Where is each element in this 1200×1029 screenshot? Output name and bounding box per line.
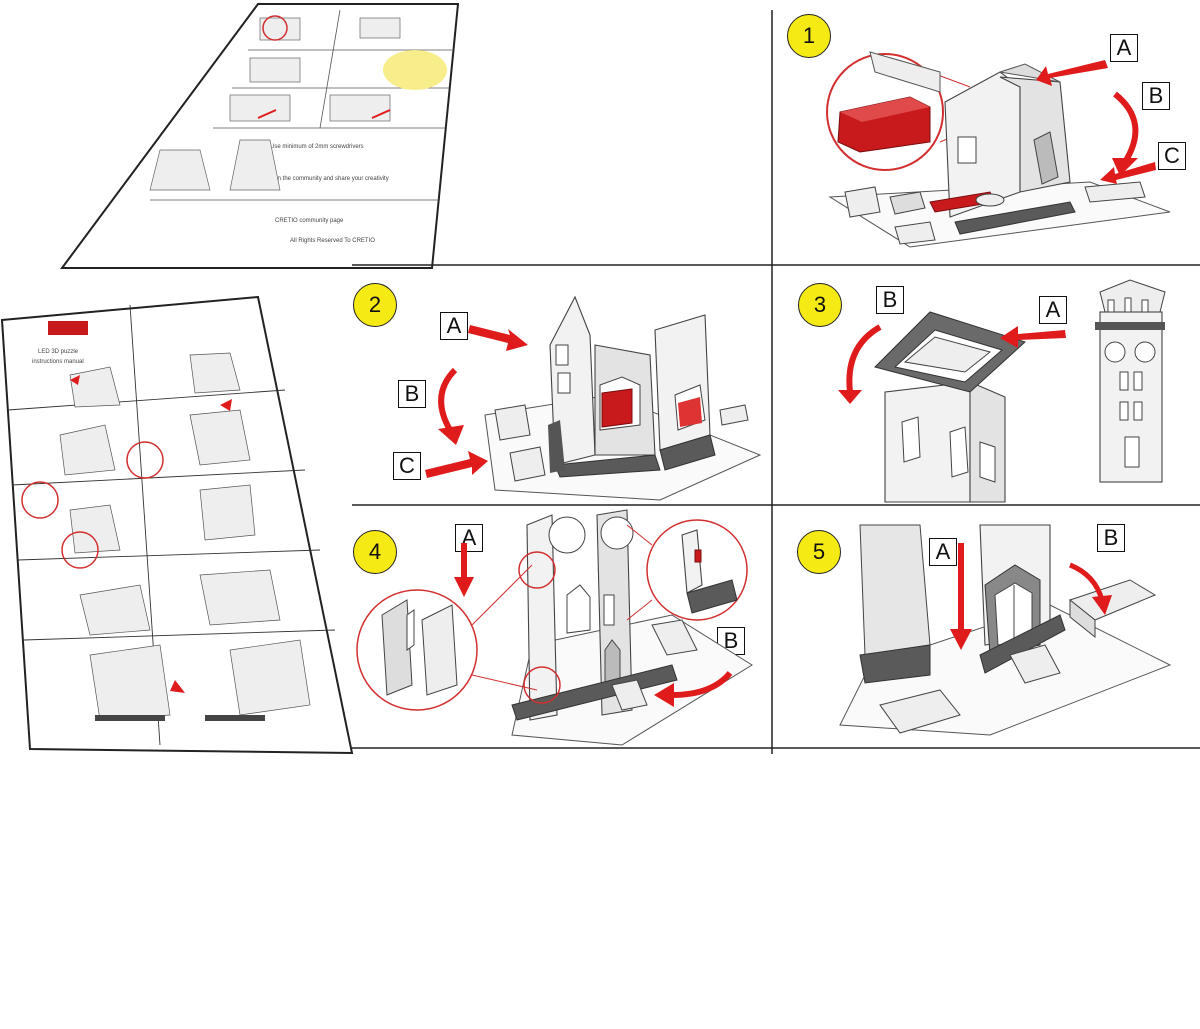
step-2-illustration bbox=[425, 295, 762, 501]
label-a: A bbox=[455, 524, 483, 552]
label-b: B bbox=[398, 380, 426, 408]
panel-grid bbox=[352, 10, 1200, 754]
step-1-illustration bbox=[826, 51, 1171, 248]
svg-text:LED 3D puzzle: LED 3D puzzle bbox=[38, 349, 79, 355]
step-3-illustration bbox=[838, 279, 1166, 503]
svg-text:Use minimum of 2mm screwdriver: Use minimum of 2mm screwdrivers bbox=[270, 144, 364, 150]
label-c: C bbox=[393, 452, 421, 480]
label-b: B bbox=[1097, 524, 1125, 552]
step-4-illustration bbox=[356, 509, 753, 746]
step-number-badge: 2 bbox=[353, 283, 397, 327]
step-5-illustration bbox=[839, 524, 1172, 736]
label-a: A bbox=[440, 312, 468, 340]
step-number-badge: 1 bbox=[787, 14, 831, 58]
label-a: A bbox=[929, 538, 957, 566]
label-b: B bbox=[1142, 82, 1170, 110]
manual-sheet-back: Use minimum of 2mm screwdrivers Join the… bbox=[60, 3, 460, 269]
label-b: B bbox=[876, 286, 904, 314]
step-number-badge: 4 bbox=[353, 530, 397, 574]
svg-text:instructions manual: instructions manual bbox=[32, 359, 84, 365]
label-c: C bbox=[1158, 142, 1186, 170]
manual-sheet-front: LED 3D puzzle instructions manual bbox=[0, 295, 354, 755]
step-number-badge: 3 bbox=[798, 283, 842, 327]
svg-text:CRETIO community page: CRETIO community page bbox=[275, 218, 344, 224]
label-a: A bbox=[1039, 296, 1067, 324]
svg-text:Join the community and share y: Join the community and share your creati… bbox=[270, 176, 389, 182]
step-number-badge: 5 bbox=[797, 530, 841, 574]
svg-text:All Rights Reserved To CRETIO: All Rights Reserved To CRETIO bbox=[290, 238, 375, 244]
label-a: A bbox=[1110, 34, 1138, 62]
